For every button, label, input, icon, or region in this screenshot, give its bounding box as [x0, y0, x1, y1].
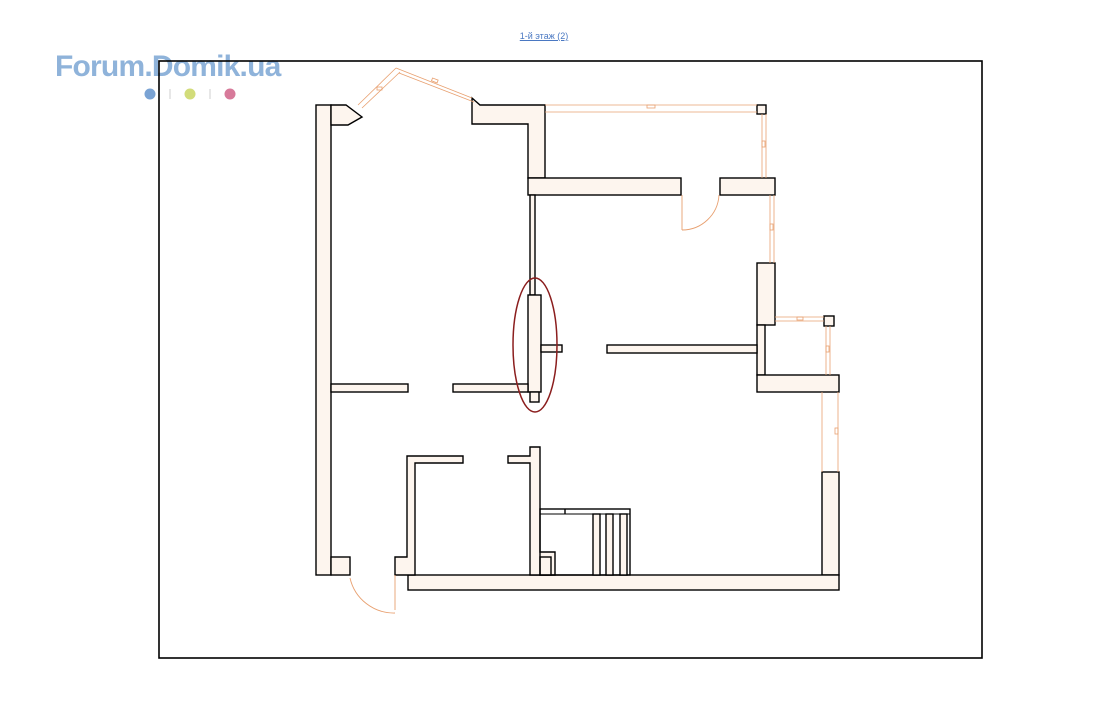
highlight-ellipse: [512, 277, 558, 413]
wall-horizontal-upper-left: [527, 177, 682, 196]
wall-right-lower: [756, 374, 840, 393]
partition-left-b: [452, 383, 529, 393]
wall-partition-middle: [606, 344, 758, 354]
forum-domik-logo: Forum.Domik.ua: [55, 50, 281, 83]
column-stub-bottom: [529, 391, 540, 403]
wall-left-bottom-stub: [330, 556, 351, 576]
column-stub-right: [540, 344, 563, 353]
wall-right-column: [756, 262, 776, 326]
wall-left-top-corner: [330, 104, 364, 126]
wall-top-middle: [471, 96, 546, 179]
plan-frame: [158, 60, 983, 659]
post-right-upper: [823, 315, 835, 327]
partition-left-a: [330, 383, 409, 393]
floor-title-link[interactable]: 1-й этаж (2): [519, 31, 569, 41]
storage-shelf-b: [605, 513, 614, 576]
doors: [349, 194, 720, 614]
logo-dot-blue: [144, 88, 156, 100]
logo-dot-pink: [224, 88, 236, 100]
logo-dots: [144, 88, 236, 100]
wall-bathroom-right: [507, 446, 556, 576]
wall-bottom-outer: [407, 574, 840, 591]
walls: [315, 96, 840, 591]
logo-dot-yellow: [184, 88, 196, 100]
wall-bathroom-left: [394, 455, 464, 576]
door-upper-swing: [681, 194, 720, 231]
post-top-right: [756, 104, 767, 115]
door-entrance-swing: [349, 577, 396, 614]
windows: [357, 67, 839, 472]
wall-horizontal-upper-right: [719, 177, 776, 196]
storage-shelf-c: [619, 513, 628, 576]
bathroom-inner-box: [539, 556, 552, 576]
wall-right-vertical: [756, 324, 766, 376]
storage-shelf-a: [592, 513, 601, 576]
column-highlighted: [527, 294, 542, 393]
wall-left-outer: [315, 104, 332, 576]
storage-outline: [539, 508, 631, 576]
wall-right-bottom: [821, 471, 840, 576]
